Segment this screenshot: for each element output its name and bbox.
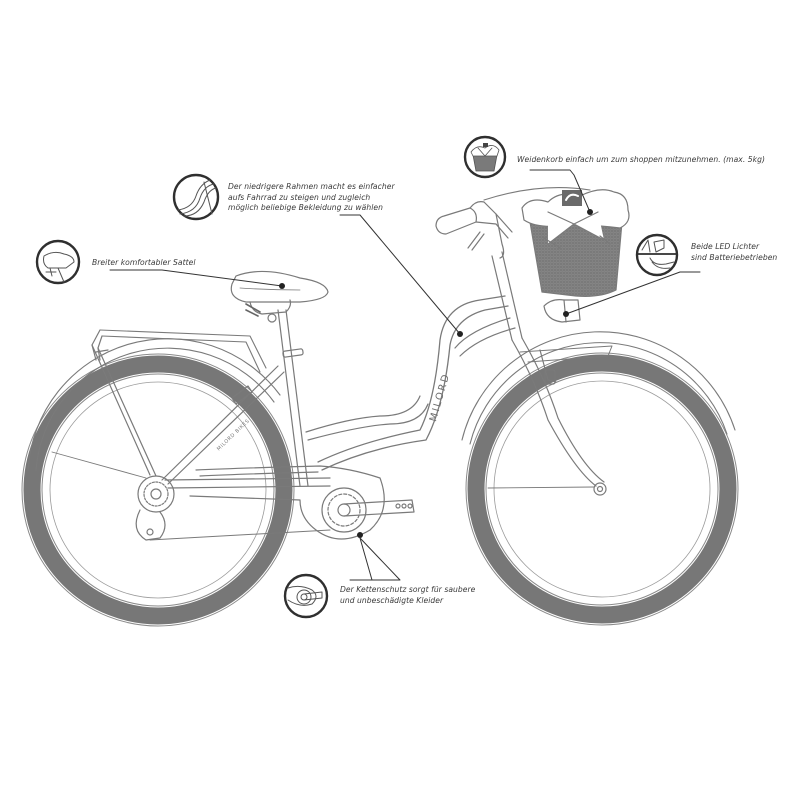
front-wheel [465,352,739,626]
chainguard-crank [149,465,415,541]
callout-leaders [109,169,701,581]
bicycle-frame [51,251,607,496]
annotation-frame: Der niedrigere Rahmen macht es einfacher… [228,182,395,214]
front-fender [461,331,736,445]
annotation-chainguard-line-2: und unbeschädigte Kleider [340,595,444,605]
rear-wheel [21,353,295,627]
annotation-lights: Beide LED Lichter sind Batteriebetrieben [691,242,777,263]
rear-rack [91,329,267,477]
annotation-frame-line-3: möglich beliebige Bekleidung zu wählen [228,203,383,212]
annotation-frame-line-1: Der niedrigere Rahmen macht es einfacher [228,182,395,191]
front-led-light [543,299,581,323]
handlebar [435,187,591,259]
rear-fender [27,338,281,471]
saddle [230,270,329,323]
low-step-frame-icon [172,173,220,221]
annotation-saddle: Breiter komfortabler Sattel [92,258,196,269]
annotation-basket-line-1: Weidenkorb einfach um zum shoppen mitzun… [517,155,765,164]
saddle-icon [35,239,81,285]
annotation-lights-line-2: sind Batteriebetrieben [691,252,778,262]
led-light-icon [635,233,679,277]
annotation-chainguard: Der Kettenschutz sorgt für saubere und u… [340,585,475,606]
annotation-saddle-line-1: Breiter komfortabler Sattel [92,258,196,267]
front-basket [521,189,630,297]
annotation-frame-line-2: aufs Fahrrad zu steigen und zugleich [228,192,371,202]
rear-derailleur [135,475,175,541]
wicker-basket-icon [463,135,507,179]
annotation-chainguard-line-1: Der Kettenschutz sorgt für saubere [340,585,476,594]
chainguard-icon [283,573,329,619]
annotation-basket: Weidenkorb einfach um zum shoppen mitzun… [517,155,765,166]
annotation-lights-line-1: Beide LED Lichter [691,242,760,251]
